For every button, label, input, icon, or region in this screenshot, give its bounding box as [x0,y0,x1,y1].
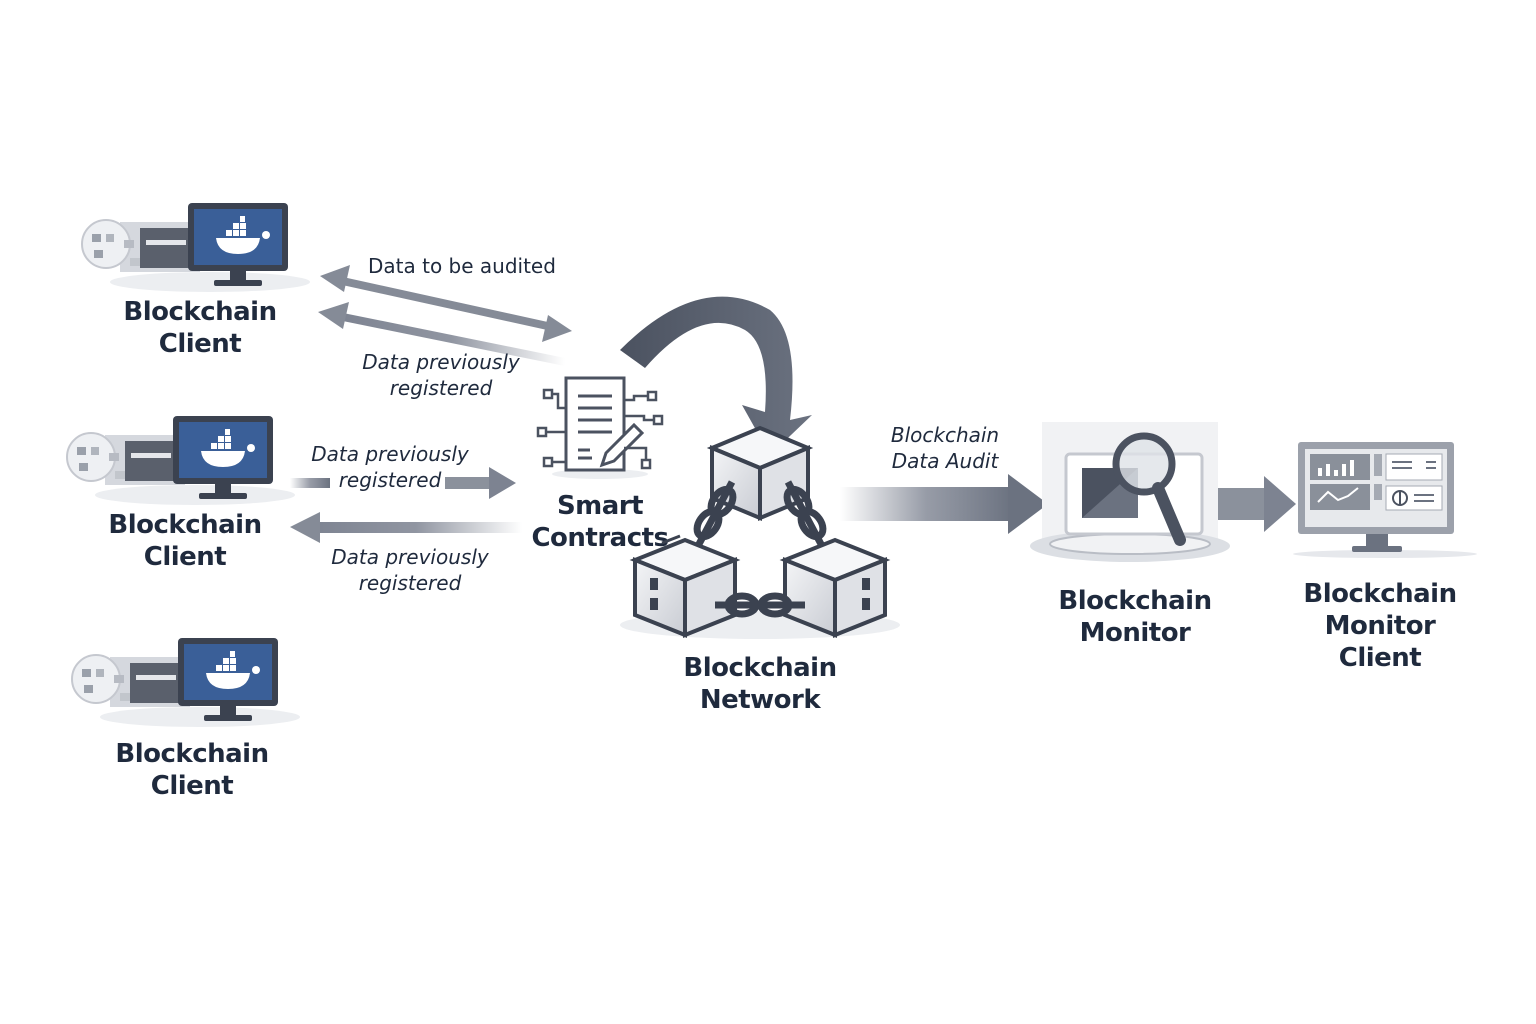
docker-whale-monitor-icon [71,638,300,727]
contract-document-icon [536,376,664,479]
blockchain-client-3[interactable]: Blockchain Client [70,635,300,805]
chained-blocks-icon [620,425,900,639]
blockchain-monitor-client-node[interactable]: Blockchain Monitor Client [1290,440,1480,680]
edge-data-previously-registered-to-contracts [290,467,516,499]
client-label: Blockchain Client [100,296,300,360]
block-top [706,425,814,521]
smart-contracts-label: Smart Contracts [520,490,680,554]
label-line-1: Blockchain [115,739,269,769]
label-line-2: Monitor [1079,618,1191,648]
docker-whale-monitor-icon [66,416,295,505]
blockchain-client-2[interactable]: Blockchain Client [65,413,295,583]
label-line-1: Blockchain [123,297,277,327]
label-line-2: Contracts [531,523,669,553]
label-line-2: Client [150,771,234,801]
smart-contracts-node[interactable]: Smart Contracts [520,370,680,560]
edge-label-data-to-be-audited: Data to be audited [368,254,556,278]
blockchain-monitor-label: Blockchain Monitor [1035,585,1235,649]
blockchain-monitor-client-label: Blockchain Monitor Client [1280,578,1480,674]
label-line-2: registered [389,376,493,400]
label-line-1: Data previously [362,350,520,374]
docker-whale-monitor-icon [81,203,310,292]
edge-blockchain-data-audit [840,474,1048,534]
block-right [779,537,891,638]
blockchain-monitor-node[interactable]: Blockchain Monitor [1030,420,1240,660]
edge-data-previously-registered-to-client-1 [318,302,566,366]
client-label: Blockchain Client [85,509,285,573]
magnifier-monitor-icon [1030,422,1230,562]
label-line-1: Blockchain [1058,586,1212,616]
label-line-1: Blockchain [890,423,1000,447]
blockchain-client-1[interactable]: Blockchain Client [80,200,310,370]
label-line-1: Blockchain [108,510,262,540]
label-line-2: Monitor [1324,611,1436,641]
label-line-1: Blockchain [683,653,837,683]
chain-links [693,480,827,618]
label-line-3: Client [1338,643,1422,673]
edge-label-previously-registered-2: Data previously registered [305,441,475,493]
edge-data-to-be-audited [320,265,572,342]
label-line-2: Network [699,685,821,715]
label-line-2: Data Audit [891,449,999,473]
label-line-1: Blockchain [1303,579,1457,609]
block-left [629,537,741,638]
edge-label-previously-registered-1: Data previously registered [356,349,526,401]
label-line-1: Smart [556,491,644,521]
edge-label-previously-registered-3: Data previously registered [325,544,495,596]
blockchain-network-node[interactable]: Blockchain Network [610,420,910,720]
blockchain-network-label: Blockchain Network [660,652,860,716]
label-line-1: Data previously [331,545,489,569]
edge-contracts-to-network [620,296,812,455]
edge-label-blockchain-data-audit: Blockchain Data Audit [880,422,1010,474]
client-label: Blockchain Client [92,738,292,802]
label-line-2: Client [143,542,227,572]
label-line-2: Client [158,329,242,359]
dashboard-monitor-icon [1293,442,1477,558]
label-line-2: registered [338,468,442,492]
label-line-1: Data previously [311,442,469,466]
label-line-2: registered [358,571,462,595]
edge-data-previously-registered-to-client-2 [290,512,522,543]
